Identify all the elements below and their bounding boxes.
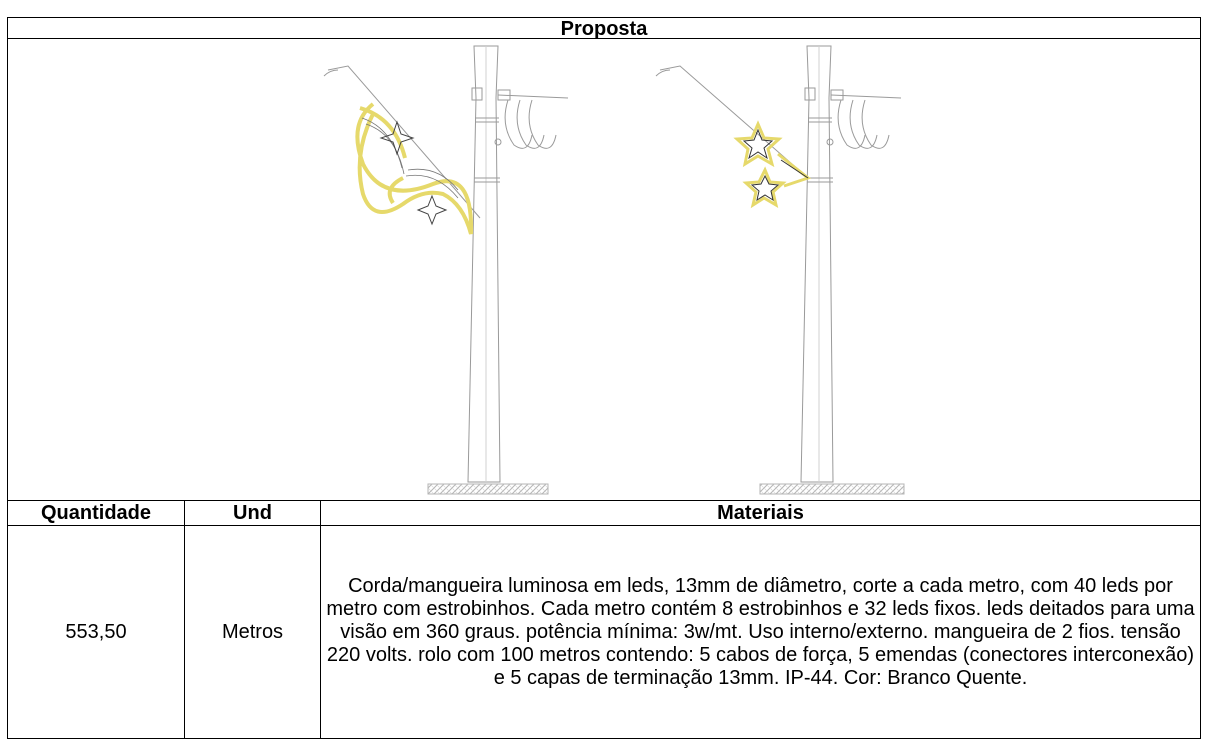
cell-und: Metros <box>184 525 321 739</box>
right-star-outline <box>742 128 809 202</box>
column-header-materiais: Materiais <box>320 500 1201 526</box>
pole-decoration-drawing <box>7 38 1201 500</box>
left-sparkles <box>379 120 448 226</box>
column-header-und: Und <box>184 500 321 526</box>
column-header-quantidade: Quantidade <box>7 500 185 526</box>
technical-drawing <box>323 45 905 495</box>
section-title: Proposta <box>7 17 1201 40</box>
left-pole-assembly <box>323 45 569 495</box>
table-row: 553,50 Metros Corda/mangueira luminosa e… <box>7 525 1201 739</box>
table-header-row: Quantidade Und Materiais <box>7 500 1201 526</box>
cell-quantidade: 553,50 <box>7 525 185 739</box>
cell-materiais: Corda/mangueira luminosa em leds, 13mm d… <box>320 525 1201 739</box>
right-star-decoration <box>733 120 812 209</box>
left-scroll-decoration <box>355 102 474 235</box>
left-scroll-fill <box>361 117 459 199</box>
right-pole-assembly <box>655 45 905 495</box>
materials-table: Quantidade Und Materiais 553,50 Metros C… <box>7 500 1201 739</box>
